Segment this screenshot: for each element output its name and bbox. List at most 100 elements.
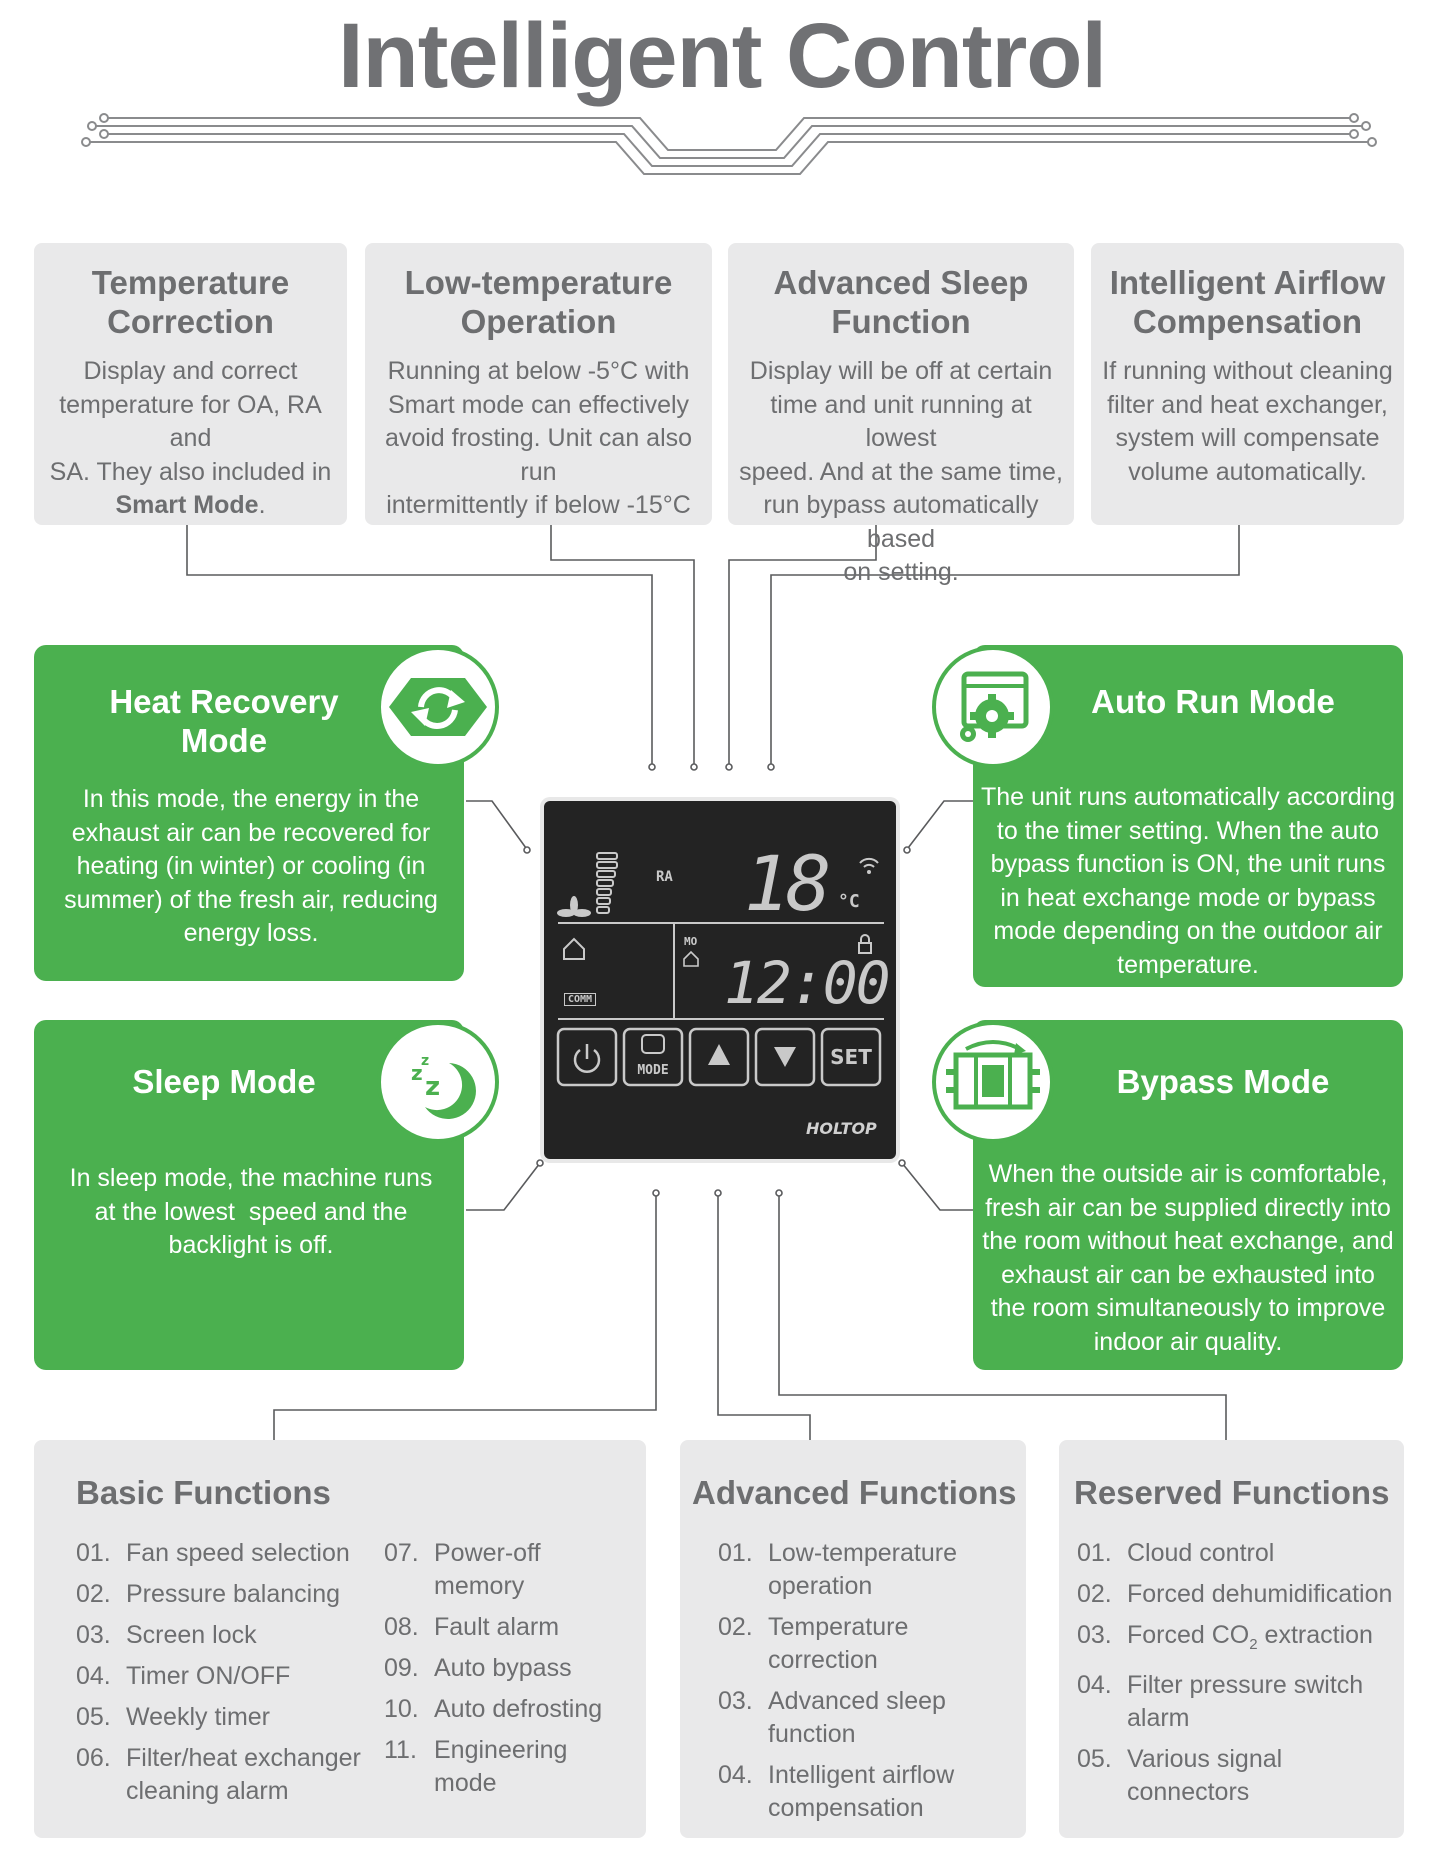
list-item: 08.Fault alarm	[384, 1611, 634, 1644]
body-line: avoid frosting. Unit can also run	[384, 424, 693, 486]
body-line: intermittently if below -15°C	[386, 491, 691, 519]
body-line: energy loss.	[183, 919, 319, 947]
item-number: 02.	[1077, 1580, 1112, 1608]
item-number: 05.	[76, 1703, 111, 1731]
card-heading: Advanced Sleep Function	[728, 263, 1074, 341]
item-number: 05.	[1077, 1745, 1112, 1773]
svg-text:z: z	[425, 1072, 440, 1102]
up-button[interactable]	[690, 1029, 748, 1085]
item-text: Cloud control	[1127, 1539, 1275, 1567]
heading-line: Advanced Sleep	[773, 264, 1029, 301]
heading-line: Intelligent Airflow	[1109, 264, 1386, 301]
card-temperature-correction: Temperature Correction Display and corre…	[34, 243, 347, 525]
time-readout: 12:00	[724, 949, 891, 1017]
body-line: volume automatically.	[1128, 457, 1367, 486]
body-line: When the outside air is comfortable,	[988, 1160, 1388, 1188]
item-text: Various signal	[1127, 1745, 1283, 1773]
list-item: 04. Intelligent airflow compensation	[718, 1759, 1018, 1825]
brand-logo: HOLTOP	[806, 1119, 877, 1138]
auto-run-gear-icon	[932, 646, 1054, 768]
card-heading: Bypass Mode	[1116, 1063, 1330, 1100]
item-text: Forced CO	[1127, 1621, 1250, 1649]
item-number: 03.	[76, 1621, 111, 1649]
mode-button[interactable]: MODE	[637, 1063, 669, 1078]
card-heading: Temperature Correction	[34, 263, 347, 341]
heading-line: Operation	[460, 303, 617, 340]
temperature-readout: 18	[744, 839, 831, 928]
body-line: In this mode, the energy in the	[82, 785, 420, 813]
item-number: 04.	[1077, 1671, 1112, 1699]
body-line: run bypass automatically based	[763, 491, 1039, 553]
card-body: When the outside air is comfortable, fre…	[978, 1158, 1398, 1359]
body-line: In sleep mode, the machine runs	[69, 1164, 433, 1192]
card-intelligent-airflow-compensation: Intelligent Airflow Compensation If runn…	[1091, 243, 1404, 525]
item-text: Pressure balancing	[126, 1580, 341, 1608]
svg-text:z: z	[411, 1061, 423, 1085]
item-number: 09.	[384, 1654, 419, 1682]
body-line: mode depending on the outdoor air	[993, 917, 1383, 945]
reserved-functions-box	[1059, 1440, 1404, 1838]
advanced-functions-box	[680, 1440, 1026, 1838]
item-text: extraction	[1257, 1621, 1373, 1649]
lcd-graphics	[556, 852, 884, 1087]
body-line: fresh air can be supplied directly into	[985, 1193, 1391, 1222]
body-line: the room without heat exchange, and	[982, 1227, 1394, 1255]
body-line: system will compensate	[1115, 424, 1380, 452]
list-item: 04. Timer ON/OFF	[76, 1660, 376, 1693]
item-text: Forced dehumidification	[1127, 1580, 1393, 1608]
body-line: exhaust air can be recovered for	[71, 818, 431, 847]
temperature-unit: °C	[838, 891, 860, 912]
card-body: Display will be off at certain time and …	[728, 355, 1074, 590]
body-line: in heat exchange mode or bypass	[1000, 883, 1376, 912]
power-button[interactable]	[558, 1029, 616, 1085]
comm-label: COMM	[564, 993, 597, 1006]
body-line: speed. And at the same time,	[739, 457, 1063, 486]
heading-line: Heat Recovery	[109, 683, 339, 720]
set-button[interactable]: SET	[830, 1045, 872, 1069]
item-text: compensation	[768, 1794, 924, 1822]
list-item: 01.Cloud control	[1077, 1537, 1397, 1570]
item-text: operation	[768, 1572, 873, 1600]
item-number: 04.	[718, 1761, 753, 1789]
item-text: Intelligent airflow	[768, 1761, 955, 1789]
body-punct: .	[258, 491, 266, 519]
advanced-functions-heading: Advanced Functions	[692, 1474, 1017, 1511]
sleep-moon-icon: z z z	[377, 1021, 499, 1143]
heading-line: Mode	[180, 722, 268, 759]
card-heading: Auto Run Mode	[1091, 683, 1335, 720]
item-text: Auto bypass	[434, 1654, 572, 1682]
card-heading: Intelligent Airflow Compensation	[1091, 263, 1404, 341]
list-item: 03.Forced CO2 extraction	[1077, 1619, 1397, 1661]
item-number: 04.	[76, 1662, 111, 1690]
item-number: 02.	[76, 1580, 111, 1608]
mo-label: MO	[684, 935, 698, 948]
reserved-functions-list: 01.Cloud control 02. Forced dehumidificat…	[1077, 1537, 1397, 1817]
heading-line: Low-temperature	[404, 264, 673, 301]
item-text: connectors	[1127, 1778, 1250, 1806]
item-number: 11.	[384, 1736, 417, 1764]
down-button[interactable]	[756, 1029, 814, 1085]
list-item: 05. Various signal connectors	[1077, 1743, 1397, 1809]
body-line: backlight is off.	[168, 1231, 334, 1259]
item-text: Low-temperature	[768, 1539, 957, 1567]
item-text: Advanced sleep	[768, 1687, 946, 1715]
page-title: Intelligent Control	[337, 5, 1107, 107]
item-text: Filter/heat exchanger	[126, 1744, 361, 1772]
basic-functions-box	[34, 1440, 646, 1838]
list-item: 02. Pressure balancing	[76, 1578, 376, 1611]
list-item: 02. Forced dehumidification	[1077, 1578, 1397, 1611]
heading-line: Compensation	[1132, 303, 1363, 340]
item-number: 08.	[384, 1613, 419, 1641]
item-text: Timer ON/OFF	[126, 1662, 291, 1690]
body-line: If running without cleaning	[1102, 357, 1393, 385]
list-item: 07.Power-off memory	[384, 1537, 634, 1603]
list-item: 03.Screen lock	[76, 1619, 376, 1652]
item-text: Power-off memory	[434, 1539, 541, 1600]
ra-label: RA	[656, 869, 673, 885]
heading-line: Function	[831, 303, 971, 340]
item-text: correction	[768, 1646, 878, 1674]
